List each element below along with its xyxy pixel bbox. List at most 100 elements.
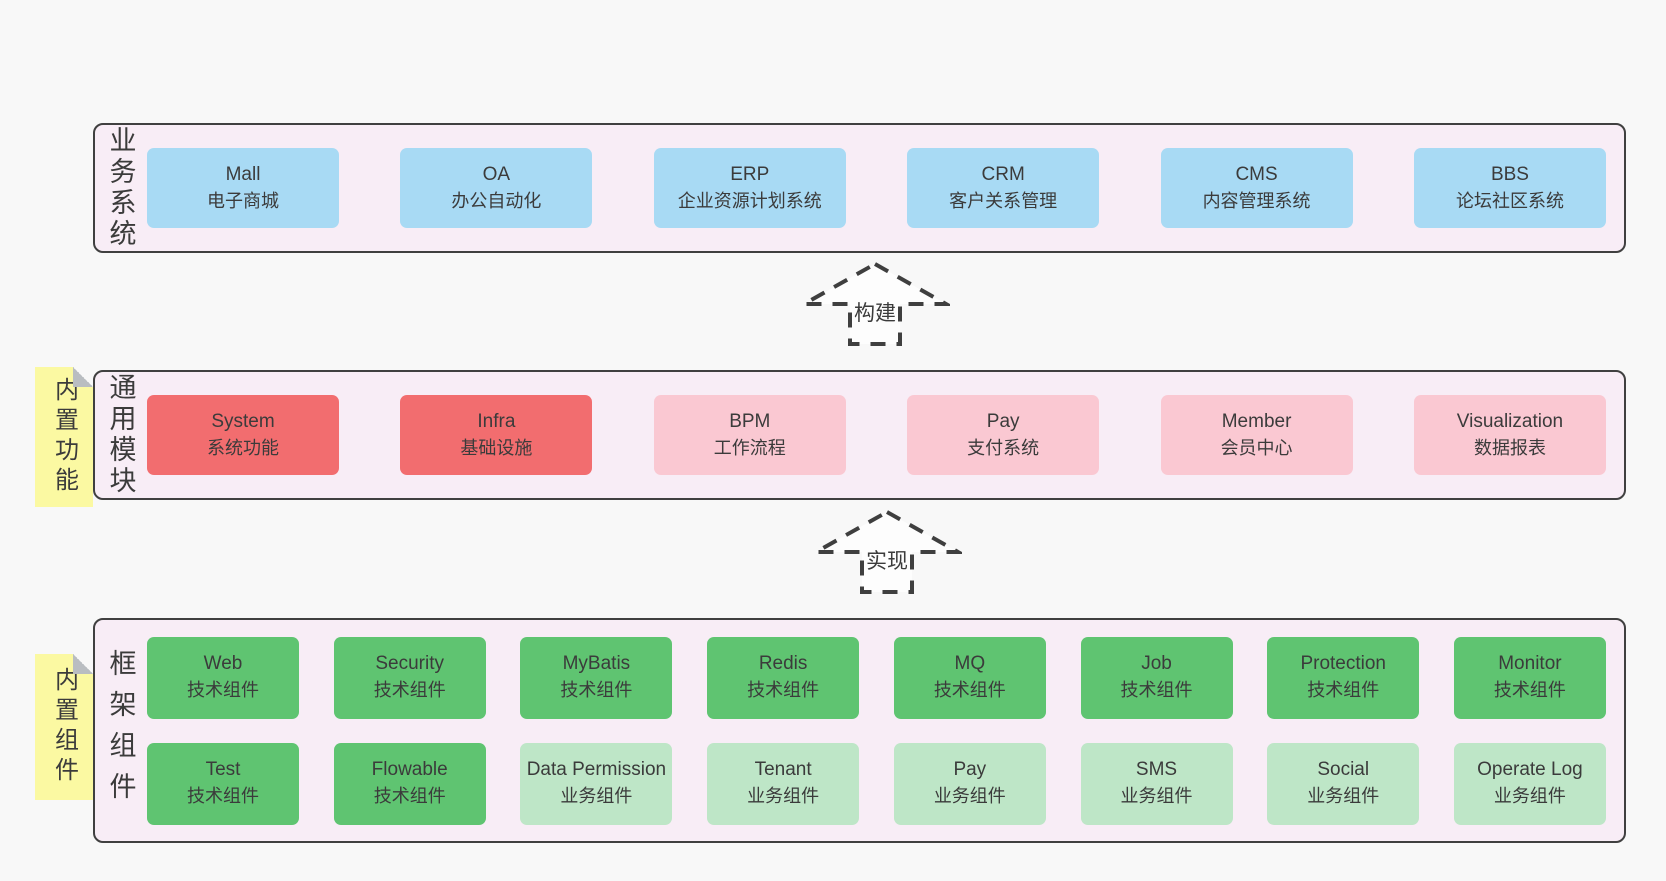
arrow-build-label: 构建 [854, 302, 896, 325]
box-title: MQ [954, 653, 986, 675]
band-business-systems: 业务系统 Mall 电子商城 OA 办公自动化 ERP 企业资源计划系统 CRM… [93, 123, 1626, 253]
box-title: Visualization [1456, 410, 1564, 432]
band-common-modules: 通用模块 System 系统功能 Infra 基础设施 BPM 工作流程 Pay… [93, 370, 1626, 500]
box-title: Web [203, 653, 243, 675]
box-title: Redis [758, 653, 808, 675]
box-test: Test 技术组件 [147, 742, 299, 825]
box-title: ERP [730, 163, 770, 185]
box-title: BPM [729, 410, 771, 432]
arrow-implement-label: 实现 [866, 550, 908, 573]
component-row-1: Web 技术组件 Security 技术组件 MyBatis 技术组件 Redi… [147, 636, 1606, 719]
box-erp: ERP 企业资源计划系统 [653, 148, 846, 228]
box-cms: CMS 内容管理系统 [1160, 148, 1353, 228]
box-title: Member [1221, 410, 1292, 432]
box-subtitle: 论坛社区系统 [1455, 190, 1564, 211]
box-subtitle: 技术组件 [1307, 680, 1380, 701]
sticky-note-builtin-features: 内置功能 [35, 367, 93, 507]
box-subtitle: 技术组件 [187, 786, 259, 807]
box-title: System [211, 410, 275, 432]
box-subtitle: 业务组件 [1120, 786, 1193, 807]
box-title: Monitor [1498, 653, 1562, 675]
box-subtitle: 技术组件 [560, 680, 633, 701]
box-security: Security 技术组件 [333, 636, 486, 719]
folded-corner-icon [73, 654, 93, 674]
box-title: Tenant [754, 759, 812, 781]
box-visualization: Visualization 数据报表 [1413, 395, 1606, 475]
box-title: Protection [1300, 653, 1386, 675]
component-row-2: Test 技术组件 Flowable 技术组件 Data Permission … [147, 742, 1606, 825]
box-social: Social 业务组件 [1267, 742, 1420, 825]
box-title: Mall [225, 163, 261, 185]
box-subtitle: 基础设施 [460, 437, 533, 458]
box-mybatis: MyBatis 技术组件 [520, 636, 673, 719]
box-subtitle: 技术组件 [933, 680, 1006, 701]
box-title: Social [1317, 759, 1370, 781]
box-operate-log: Operate Log 业务组件 [1453, 742, 1606, 825]
box-subtitle: 技术组件 [747, 680, 820, 701]
box-system: System 系统功能 [147, 395, 339, 475]
box-title: Pay [953, 759, 987, 781]
band-content: Web 技术组件 Security 技术组件 MyBatis 技术组件 Redi… [147, 620, 1624, 841]
box-title: Pay [986, 410, 1020, 432]
box-monitor: Monitor 技术组件 [1453, 636, 1606, 719]
box-flowable: Flowable 技术组件 [333, 742, 486, 825]
box-web: Web 技术组件 [147, 636, 299, 719]
box-title: Operate Log [1477, 759, 1583, 781]
band-content: System 系统功能 Infra 基础设施 BPM 工作流程 Pay 支付系统… [147, 372, 1624, 498]
box-tenant: Tenant 业务组件 [707, 742, 860, 825]
box-subtitle: 技术组件 [1493, 680, 1566, 701]
box-subtitle: 客户关系管理 [949, 190, 1058, 211]
box-protection: Protection 技术组件 [1267, 636, 1420, 719]
box-bbs: BBS 论坛社区系统 [1413, 148, 1606, 228]
box-subtitle: 业务组件 [1493, 786, 1566, 807]
box-title: OA [482, 163, 511, 185]
box-subtitle: 系统功能 [207, 437, 279, 458]
sticky-note-label: 内置组件 [50, 667, 78, 787]
box-subtitle: 企业资源计划系统 [677, 190, 822, 211]
box-oa: OA 办公自动化 [400, 148, 593, 228]
box-pay: Pay 支付系统 [907, 395, 1100, 475]
box-subtitle: 支付系统 [967, 437, 1040, 458]
box-title: SMS [1135, 759, 1178, 781]
sticky-note-label: 内置功能 [50, 377, 78, 497]
band-label-business-systems: 业务系统 [105, 126, 136, 250]
box-sms: SMS 业务组件 [1080, 742, 1233, 825]
box-subtitle: 业务组件 [933, 786, 1006, 807]
box-subtitle: 业务组件 [560, 786, 633, 807]
box-data-permission: Data Permission 业务组件 [520, 742, 673, 825]
box-crm: CRM 客户关系管理 [907, 148, 1100, 228]
box-subtitle: 办公自动化 [451, 190, 542, 211]
band-label-common-modules: 通用模块 [105, 373, 136, 497]
box-mq: MQ 技术组件 [893, 636, 1046, 719]
box-subtitle: 业务组件 [1307, 786, 1380, 807]
box-pay-component: Pay 业务组件 [893, 742, 1046, 825]
box-title: CRM [981, 163, 1025, 185]
box-subtitle: 技术组件 [187, 680, 259, 701]
box-title: Data Permission [526, 759, 667, 781]
box-subtitle: 业务组件 [747, 786, 820, 807]
box-job: Job 技术组件 [1080, 636, 1233, 719]
band-content: Mall 电子商城 OA 办公自动化 ERP 企业资源计划系统 CRM 客户关系… [147, 125, 1624, 251]
box-subtitle: 工作流程 [713, 437, 786, 458]
arrow-implement-icon: 实现 [812, 509, 962, 594]
box-mall: Mall 电子商城 [147, 148, 339, 228]
box-title: Test [205, 759, 241, 781]
box-subtitle: 会员中心 [1220, 437, 1293, 458]
box-infra: Infra 基础设施 [400, 395, 593, 475]
box-title: Flowable [371, 759, 448, 781]
box-title: CMS [1235, 163, 1278, 185]
box-title: Security [375, 653, 445, 675]
box-subtitle: 技术组件 [373, 680, 446, 701]
box-redis: Redis 技术组件 [707, 636, 860, 719]
box-subtitle: 技术组件 [1120, 680, 1193, 701]
box-member: Member 会员中心 [1160, 395, 1353, 475]
box-bpm: BPM 工作流程 [653, 395, 846, 475]
box-title: Infra [477, 410, 516, 432]
box-title: MyBatis [562, 653, 631, 675]
box-subtitle: 技术组件 [373, 786, 446, 807]
sticky-note-builtin-components: 内置组件 [35, 654, 93, 800]
folded-corner-icon [73, 367, 93, 387]
band-framework-components: 框架组件 Web 技术组件 Security 技术组件 MyBatis 技术组件… [93, 618, 1626, 843]
box-subtitle: 数据报表 [1473, 437, 1546, 458]
box-title: Job [1141, 653, 1172, 675]
